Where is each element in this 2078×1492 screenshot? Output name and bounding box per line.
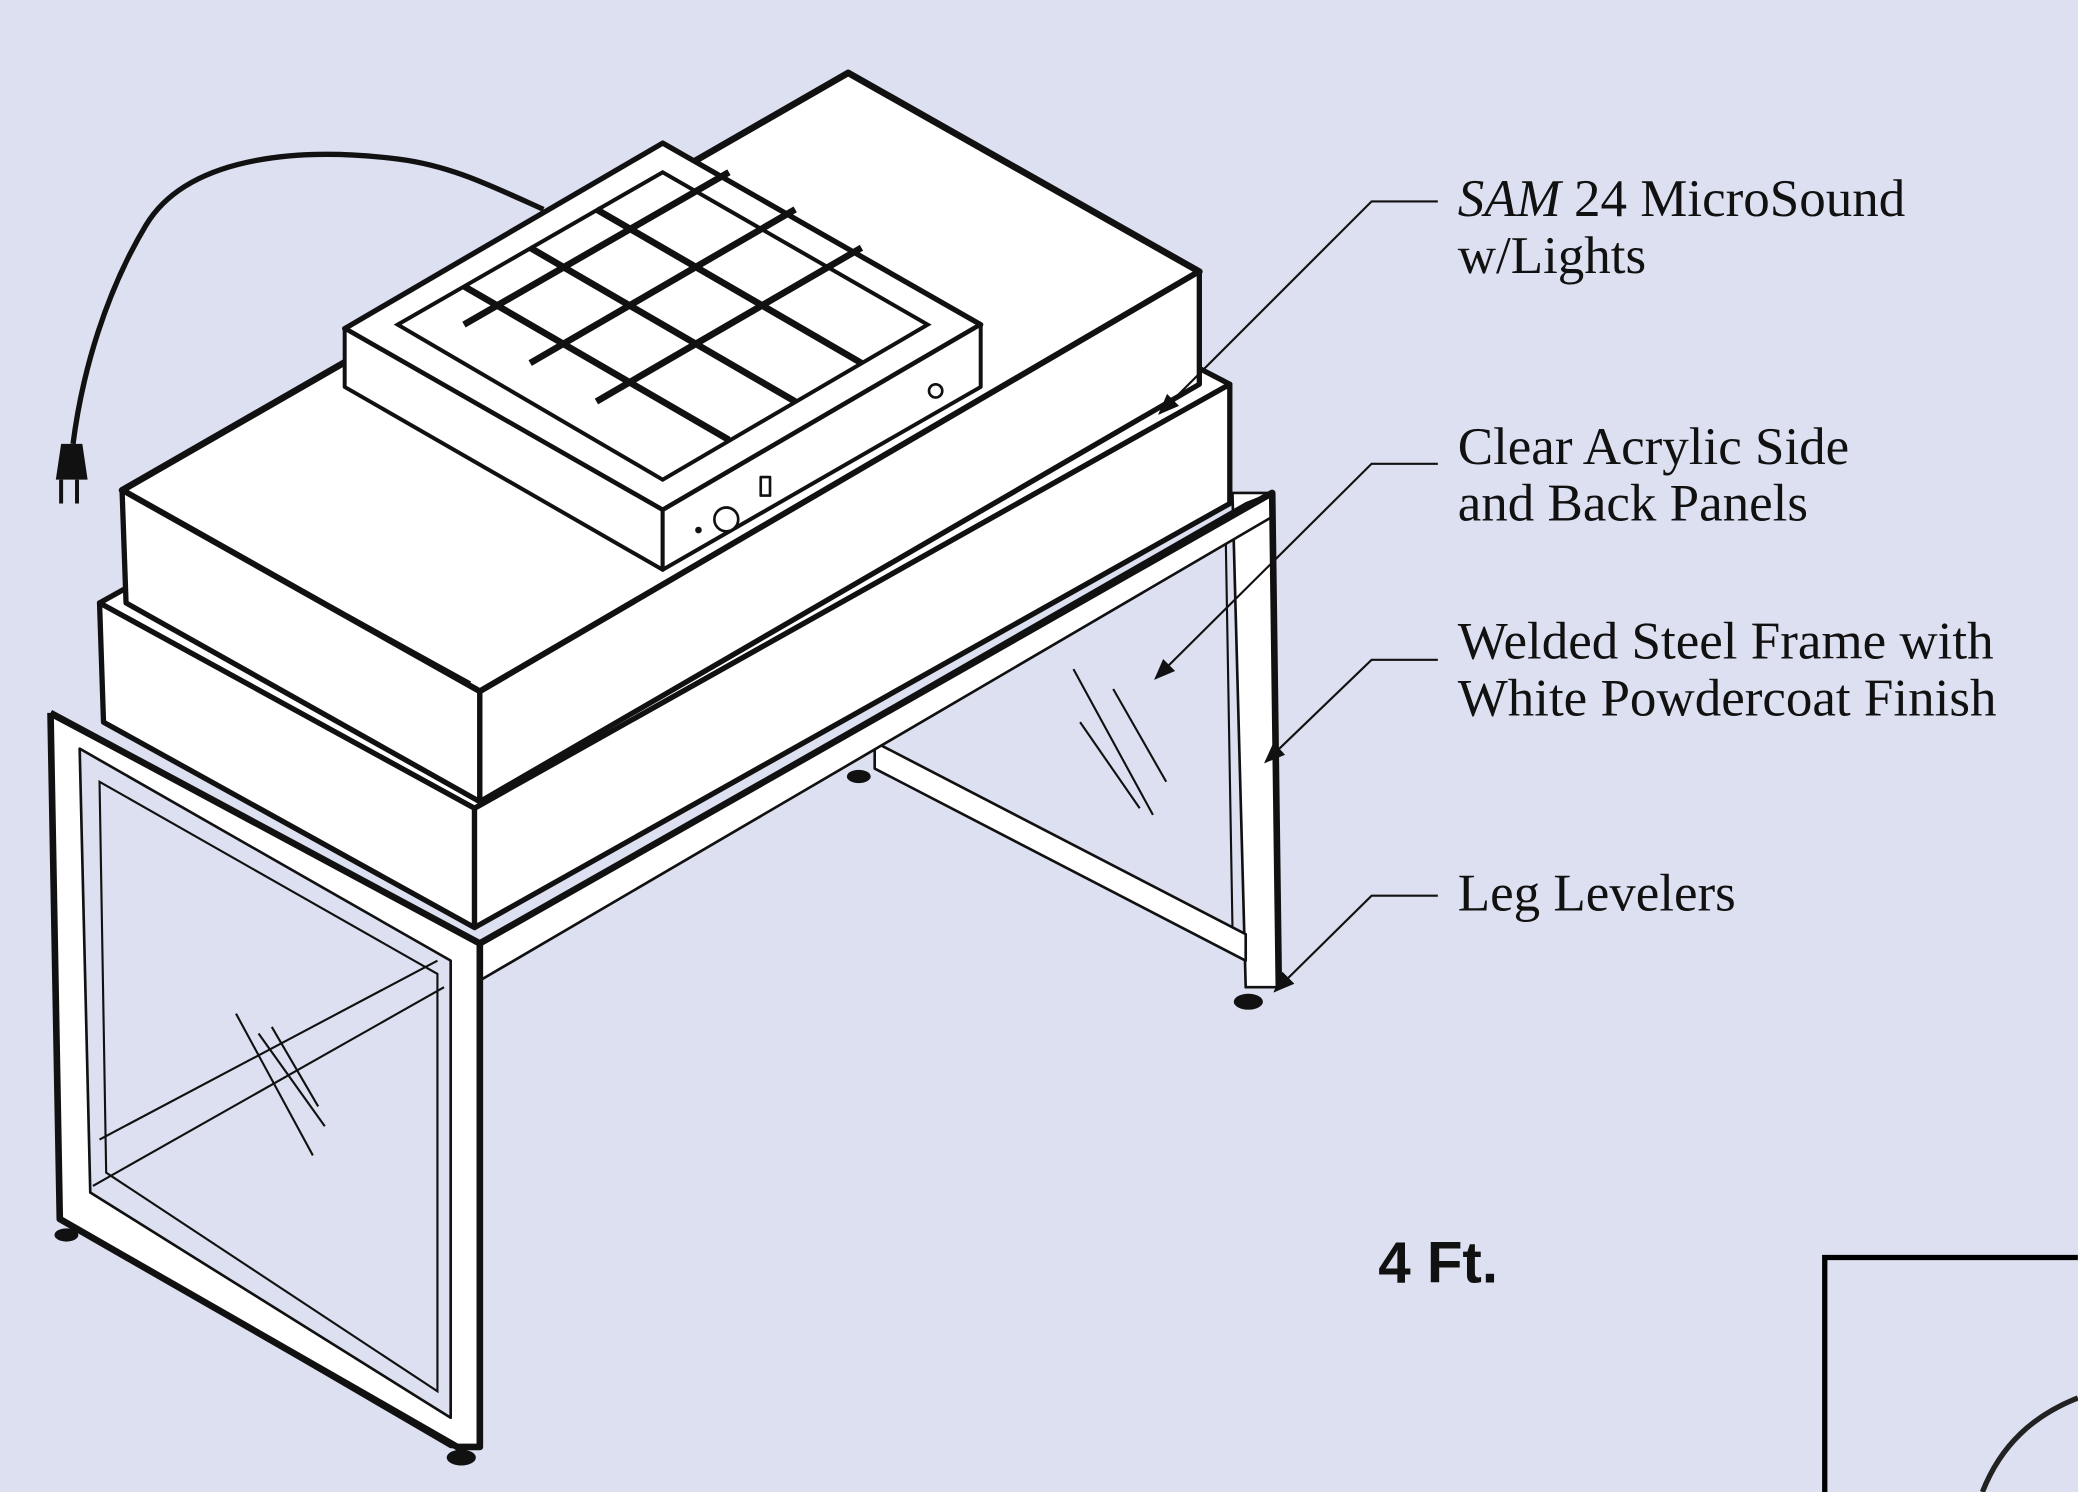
- label-levelers: Leg Levelers: [1458, 864, 1736, 922]
- label-fan-unit-line2: w/Lights: [1458, 227, 1646, 285]
- steel-frame: [47, 489, 1283, 1466]
- power-cord: [55, 151, 545, 504]
- adjacent-diagram-fragment: [1822, 1254, 2078, 1492]
- size-label: 4 Ft.: [1378, 1231, 1498, 1296]
- callout-leaders: [1154, 200, 1438, 993]
- fan-filter-unit: [342, 140, 984, 572]
- label-fan-unit: SAM 24 MicroSound: [1458, 170, 1906, 228]
- label-panels-line1: Clear Acrylic Side: [1458, 418, 1850, 476]
- label-frame-line2: White Powdercoat Finish: [1458, 670, 1997, 728]
- label-panels-line2: and Back Panels: [1458, 475, 1808, 533]
- label-frame-line1: Welded Steel Frame with: [1458, 613, 1994, 671]
